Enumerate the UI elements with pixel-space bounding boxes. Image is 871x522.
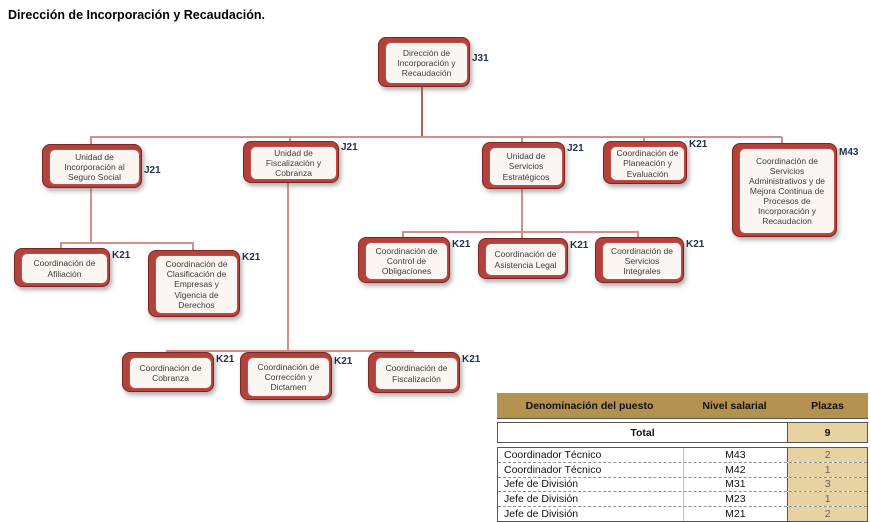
org-node-coordinacion-cobranza: Coordinación de Cobranza <box>122 352 214 392</box>
table-row: Jefe de División M21 2 <box>498 506 867 521</box>
org-node-title: Coordinación de Afiliación <box>21 253 108 284</box>
staffing-table: Denominación del puesto Nivel salarial P… <box>497 393 868 522</box>
grade-label-k21-fiscalizacion: K21 <box>462 354 481 365</box>
org-node-title: Coordinación de Asistencia Legal <box>485 243 566 276</box>
table-row: Jefe de División M31 3 <box>498 476 867 492</box>
connector-branch-mid-vertical <box>521 187 523 233</box>
org-node-coordinacion-clasificacion-empresas: Coordinación de Clasificación de Empresa… <box>148 250 240 317</box>
table-row: Coordinador Técnico M43 2 <box>498 448 867 462</box>
cell-nivel: M43 <box>682 448 788 462</box>
org-node-title: Unidad de Incorporación al Seguro Social <box>49 149 140 185</box>
connector-drop-n4 <box>643 137 645 142</box>
org-node-coordinacion-servicios-administrativos: Coordinación de Servicios Administrativo… <box>732 143 837 237</box>
grade-label-k21-planeacion: K21 <box>689 139 708 150</box>
grade-label-k21-control: K21 <box>452 239 471 250</box>
cell-puesto: Coordinador Técnico <box>504 463 602 476</box>
cell-nivel: M23 <box>682 492 788 507</box>
column-header-puesto: Denominación del puesto <box>525 399 654 412</box>
connector-branch-bottom-vertical <box>287 181 289 351</box>
connector-drop-control <box>402 232 404 238</box>
cell-puesto: Jefe de División <box>504 493 579 506</box>
grade-label-j21-estrategicos: J21 <box>567 143 584 154</box>
table-body: Coordinador Técnico M43 2 Coordinador Té… <box>497 447 868 522</box>
grade-label-j31: J31 <box>472 53 489 64</box>
org-node-coordinacion-planeacion-evaluacion: Coordinación de Planeación y Evaluación <box>603 141 687 184</box>
connector-drop-clasificacion <box>192 242 194 251</box>
org-node-title: Coordinación de Clasificación de Empresa… <box>155 255 238 314</box>
org-node-title: Coordinación de Corrección y Dictamen <box>247 357 330 397</box>
table-total-row: Total 9 <box>497 422 868 443</box>
connector-drop-n1 <box>90 137 92 145</box>
org-node-unidad-servicios-estrategicos: Unidad de Servicios Estratégicos <box>482 142 565 189</box>
grade-label-k21-asistencia: K21 <box>570 240 589 251</box>
org-node-unidad-incorporacion-seguro-social: Unidad de Incorporación al Seguro Social <box>42 144 142 188</box>
grade-label-m43: M43 <box>839 147 859 158</box>
org-node-title: Coordinación de Cobranza <box>129 357 212 389</box>
connector-drop-integrales <box>637 232 639 238</box>
org-node-unidad-fiscalizacion-cobranza: Unidad de Fiscalización y Cobranza <box>243 141 339 183</box>
grade-label-j21-fiscalizacion: J21 <box>341 142 358 153</box>
connector-branch-mid-horizontal <box>402 231 639 233</box>
grade-label-k21-afiliacion: K21 <box>112 250 131 261</box>
org-node-title: Unidad de Fiscalización y Cobranza <box>250 146 337 180</box>
org-node-direccion-incorporacion-recaudacion: Dirección de Incorporación y Recaudación <box>378 37 470 87</box>
table-row: Jefe de División M23 1 <box>498 491 867 507</box>
cell-nivel: M21 <box>682 507 788 521</box>
org-node-title: Dirección de Incorporación y Recaudación <box>385 42 468 84</box>
org-node-coordinacion-correccion-dictamen: Coordinación de Corrección y Dictamen <box>240 352 332 400</box>
total-plazas-value: 9 <box>787 423 867 442</box>
org-node-title: Coordinación de Fiscalización <box>375 357 458 390</box>
connector-drop-n2 <box>289 137 291 142</box>
cell-puesto: Coordinador Técnico <box>504 448 602 461</box>
connector-drop-afiliacion <box>60 242 62 249</box>
connector-branch-bottom-horizontal <box>166 350 414 352</box>
grade-label-k21-clasificacion: K21 <box>242 252 261 263</box>
org-node-title: Coordinación de Servicios Integrales <box>602 242 682 280</box>
table-header-row: Denominación del puesto Nivel salarial P… <box>497 393 868 419</box>
connector-drop-asistencia <box>521 232 523 239</box>
org-node-coordinacion-servicios-integrales: Coordinación de Servicios Integrales <box>595 237 684 283</box>
connector-level1-horizontal <box>90 136 782 138</box>
connector-drop-n5 <box>781 137 783 144</box>
grade-label-k21-cobranza: K21 <box>216 354 235 365</box>
cell-puesto: Jefe de División <box>504 478 579 491</box>
cell-plazas: 1 <box>787 462 867 477</box>
org-node-title: Coordinación de Control de Obligaciones <box>365 242 448 280</box>
org-node-coordinacion-fiscalizacion: Coordinación de Fiscalización <box>368 352 460 393</box>
table-row: Coordinador Técnico M42 1 <box>498 461 867 477</box>
org-node-title: Coordinación de Servicios Administrativo… <box>739 148 835 234</box>
cell-plazas: 2 <box>787 507 867 521</box>
grade-label-k21-correccion: K21 <box>334 356 353 367</box>
total-label: Total <box>630 426 655 439</box>
grade-label-j21-incorporacion: J21 <box>144 165 161 176</box>
org-node-coordinacion-control-obligaciones: Coordinación de Control de Obligaciones <box>358 237 450 283</box>
org-node-title: Coordinación de Planeación y Evaluación <box>610 146 685 181</box>
cell-puesto: Jefe de División <box>504 508 579 521</box>
connector-trunk-top <box>421 85 423 137</box>
grade-label-k21-integrales: K21 <box>686 239 705 250</box>
cell-plazas: 1 <box>787 492 867 507</box>
cell-plazas: 3 <box>787 477 867 492</box>
org-node-coordinacion-asistencia-legal: Coordinación de Asistencia Legal <box>478 238 568 279</box>
org-node-coordinacion-afiliacion: Coordinación de Afiliación <box>14 248 110 287</box>
page-title: Dirección de Incorporación y Recaudación… <box>8 8 266 22</box>
column-header-nivel-salarial: Nivel salarial <box>702 399 767 412</box>
cell-nivel: M31 <box>682 477 788 492</box>
cell-nivel: M42 <box>682 462 788 477</box>
connector-branch-left-vertical <box>90 186 92 243</box>
org-node-title: Unidad de Servicios Estratégicos <box>489 147 563 186</box>
cell-plazas: 2 <box>787 448 867 462</box>
column-header-plazas: Plazas <box>811 399 844 412</box>
connector-branch-left-horizontal <box>60 242 194 244</box>
connector-drop-n3 <box>521 137 523 143</box>
